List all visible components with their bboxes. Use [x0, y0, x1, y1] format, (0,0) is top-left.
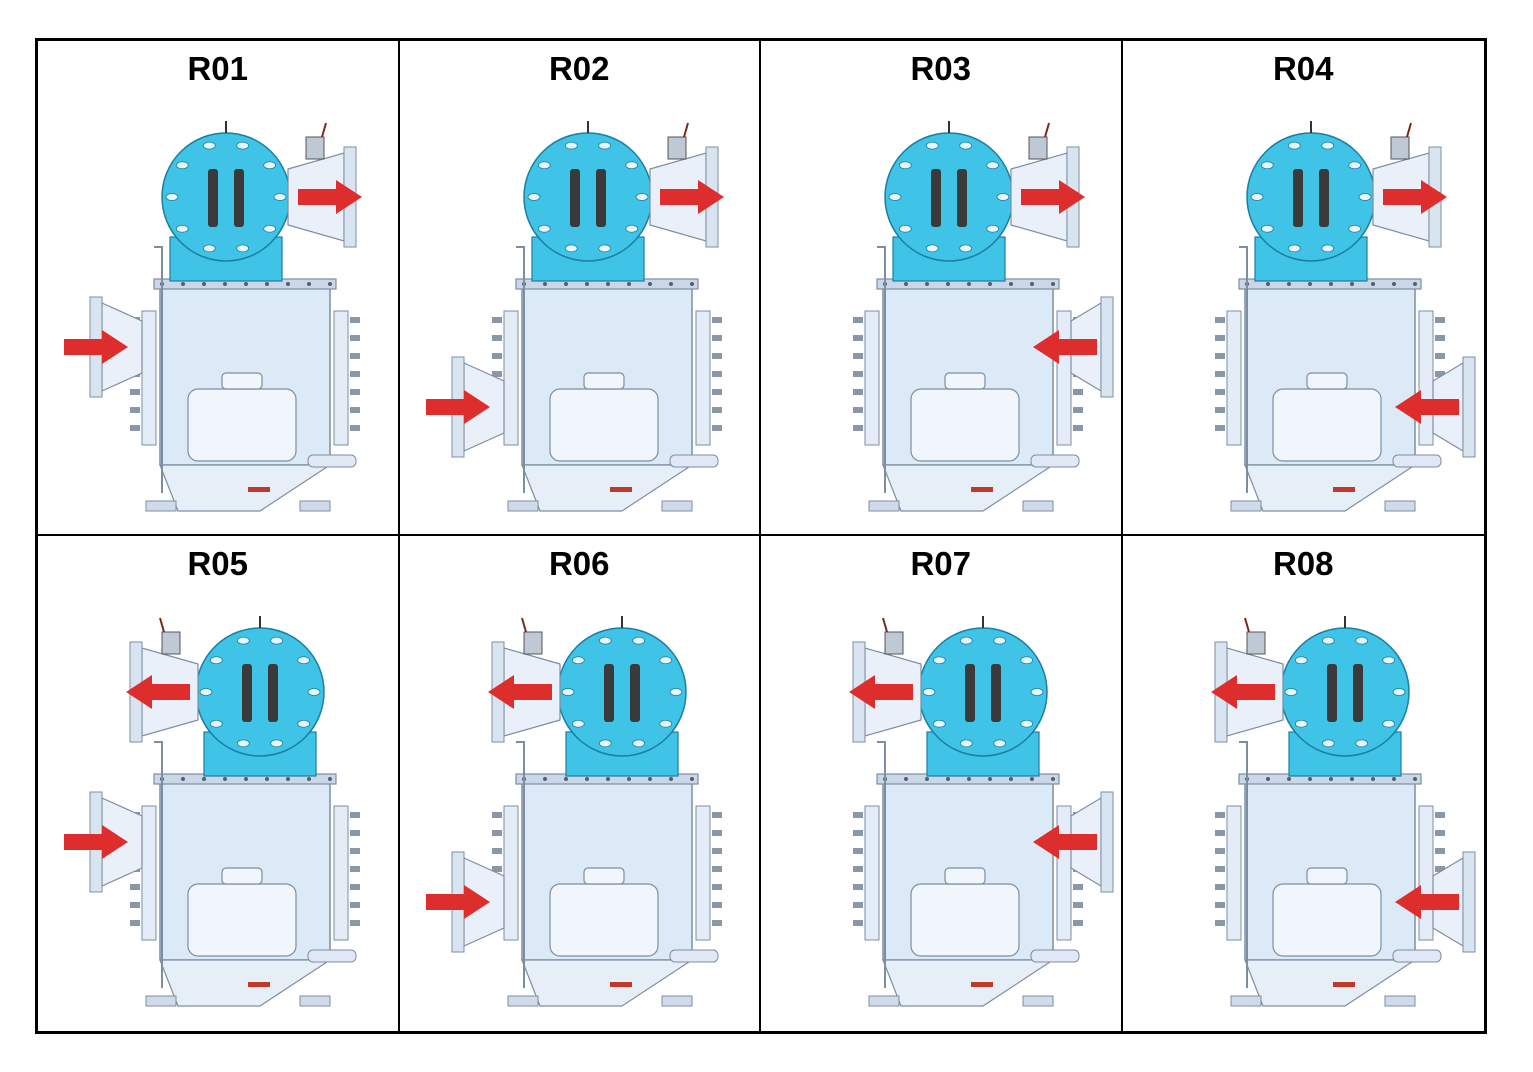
inlet-flow-arrow-icon [1033, 825, 1097, 859]
filter-body [491, 246, 722, 512]
filter-head [1245, 121, 1376, 282]
filter-body [1214, 741, 1445, 1007]
filter-vessel-icon [425, 121, 724, 512]
config-label: R02 [548, 50, 610, 87]
filter-head [522, 121, 653, 282]
config-cell-r03: R03 [761, 41, 1123, 536]
inlet-flow-arrow-icon [64, 330, 128, 364]
config-label: R04 [1272, 50, 1334, 87]
filter-vessel-icon [64, 121, 362, 512]
outlet-nozzle [1010, 122, 1080, 248]
config-cell-r02: R02 [399, 41, 761, 536]
outlet-flow-arrow-icon [659, 180, 724, 214]
filter-head [918, 616, 1048, 777]
config-label: R06 [548, 545, 610, 582]
filter-drawing [425, 121, 724, 512]
config-label: R03 [910, 50, 972, 87]
inlet-flow-arrow-icon [425, 390, 490, 424]
config-label: R08 [1272, 545, 1334, 582]
outlet-flow-arrow-icon [487, 675, 552, 709]
filter-vessel-icon [64, 616, 360, 1007]
filter-drawing [425, 616, 722, 1007]
filter-drawing [64, 616, 360, 1007]
outlet-flow-arrow-icon [849, 675, 913, 709]
filter-body [491, 741, 722, 1007]
filter-head [1279, 616, 1410, 777]
filter-body [130, 741, 360, 1007]
config-cell-r08: R08 [1123, 536, 1485, 1031]
config-cell-r05: R05 [38, 536, 400, 1031]
outlet-flow-arrow-icon [1210, 675, 1275, 709]
filter-drawing [64, 121, 362, 512]
filter-head [195, 616, 325, 777]
config-cell-r04: R04 [1122, 41, 1484, 536]
outlet-nozzle [1214, 617, 1284, 743]
outlet-nozzle [1371, 122, 1441, 248]
filter-body [853, 246, 1083, 512]
filter-vessel-icon [1210, 616, 1475, 1007]
outlet-flow-arrow-icon [1021, 180, 1085, 214]
outlet-flow-arrow-icon [298, 180, 362, 214]
config-label: R05 [187, 545, 249, 582]
inlet-flow-arrow-icon [1394, 885, 1459, 919]
filter-body [853, 741, 1083, 1007]
outlet-nozzle [491, 617, 561, 743]
outlet-nozzle [287, 122, 357, 248]
filter-vessel-icon [849, 616, 1114, 1007]
config-label: R07 [910, 545, 972, 582]
config-cell-r06: R06 [400, 536, 761, 1031]
filter-body [130, 246, 360, 512]
filter-vessel-icon [1214, 121, 1475, 512]
config-cell-r01: R01 [38, 41, 400, 536]
outlet-flow-arrow-icon [126, 675, 190, 709]
config-cell-r07: R07 [761, 536, 1123, 1031]
outlet-nozzle [129, 617, 199, 743]
filter-drawing [853, 121, 1114, 512]
inlet-flow-arrow-icon [1394, 390, 1459, 424]
config-label: R01 [187, 50, 249, 87]
filter-vessel-icon [425, 616, 722, 1007]
inlet-flow-arrow-icon [64, 825, 128, 859]
outlet-nozzle [648, 122, 718, 248]
filter-drawing [1210, 616, 1475, 1007]
filter-head [884, 121, 1014, 282]
filter-head [161, 121, 291, 282]
filter-drawing [849, 616, 1114, 1007]
inlet-flow-arrow-icon [425, 885, 490, 919]
outlet-nozzle [852, 617, 922, 743]
filter-body [1214, 246, 1445, 512]
filter-drawing [1214, 121, 1475, 512]
filter-head [556, 616, 687, 777]
outlet-flow-arrow-icon [1382, 180, 1447, 214]
filter-vessel-icon [853, 121, 1114, 512]
inlet-flow-arrow-icon [1033, 330, 1097, 364]
